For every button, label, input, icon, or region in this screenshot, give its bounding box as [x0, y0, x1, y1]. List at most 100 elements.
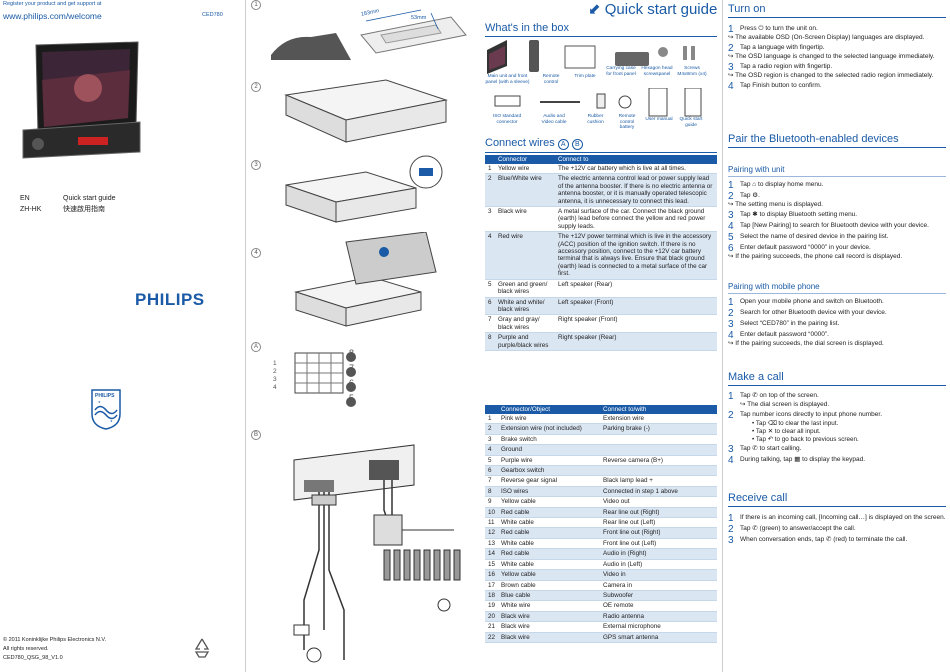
rear-connection-diagram — [293, 444, 461, 663]
t2-header-num — [485, 405, 499, 414]
badge-b: B — [571, 139, 583, 150]
turn-on-step-text: Press ⏻ to turn the unit on. — [740, 25, 818, 32]
t2-cell — [600, 434, 717, 446]
call-bullet-2-text: Tap ✕ to clear all input. — [755, 427, 821, 435]
box-item-qsg: Quick start guide — [679, 117, 703, 128]
turn-on-title: Turn on — [728, 3, 946, 18]
copyright-line1: © 2011 Koninklijke Philips Electronics N… — [3, 637, 107, 643]
bt-unit-step-text: Select the name of desired device in the… — [740, 233, 889, 240]
t2-cell — [600, 444, 717, 456]
t2-cell: Video out — [600, 496, 717, 508]
bt-unit-step-number: 6 — [728, 243, 734, 254]
t2-cell: Red cable — [498, 507, 601, 519]
t1-cell: Right speaker (Rear) — [555, 332, 717, 351]
register-text: Register your product and get support at — [3, 1, 102, 7]
bt-mobile-step-text: Search for other Bluetooth device with y… — [740, 309, 887, 316]
t2-cell: Red cable — [498, 548, 601, 560]
head-unit-image — [22, 41, 141, 159]
box-contents-image — [487, 40, 695, 74]
box-title: What's in the box — [485, 22, 717, 37]
t2-cell: White cable — [498, 517, 601, 529]
brand-logo: PHILIPS — [135, 290, 205, 309]
call-step-1-sub: ↪ The dial screen is displayed. — [740, 401, 830, 408]
t2-cell: 20 — [485, 611, 499, 623]
model-number: CED780 — [202, 12, 223, 18]
t2-cell: 21 — [485, 621, 499, 633]
t2-cell: Front line out (Left) — [600, 538, 717, 550]
t2-cell: Yellow cable — [498, 569, 601, 581]
t1-cell: Left speaker (Rear) — [555, 279, 717, 298]
t1-cell: 2 — [485, 173, 495, 208]
sleeve-diagram — [284, 79, 448, 143]
bt-mobile-title: Pairing with mobile phone — [728, 282, 946, 294]
wire-labels-b: 8 7 6 5 — [349, 346, 354, 406]
t2-cell: 14 — [485, 548, 499, 560]
t1-cell: White and white/ black wires — [495, 297, 555, 316]
badge-a: A — [557, 139, 569, 150]
turn-on-step-text: Tap a radio region with fingertip. — [740, 63, 833, 70]
quick-start-header: ⬋ Quick start guide — [588, 0, 717, 18]
bt-mobile-step-text: Select “CED780” in the pairing list. — [740, 320, 840, 327]
wire-num-a3: 3 — [273, 376, 277, 383]
t2-cell: Video in — [600, 569, 717, 581]
bt-mobile-step-number: 3 — [728, 319, 734, 330]
t2-cell: Subwoofer — [600, 590, 717, 602]
turn-on-step-text: Tap Finish button to confirm. — [740, 82, 822, 89]
t2-cell: Extension wire (not included) — [498, 423, 601, 435]
t2-cell: 22 — [485, 632, 499, 643]
t2-cell: ISO wires — [498, 486, 601, 498]
t1-cell: 6 — [485, 297, 495, 316]
t2-cell: Reverse gear signal — [498, 475, 601, 487]
t1-cell: The +12V power terminal which is live in… — [555, 231, 717, 280]
support-url[interactable]: www.philips.com/welcome — [3, 11, 102, 21]
doc-code: CED780_QSG_98_V1.0 — [3, 655, 63, 661]
turn-on-step-number: 3 — [728, 62, 734, 73]
t1-cell: Gray and gray/ black wires — [495, 314, 555, 334]
t2-cell: 12 — [485, 527, 499, 539]
bt-unit-step-sub-text: If the pairing succeeds, the phone call … — [735, 253, 903, 260]
recycle-icon — [194, 638, 210, 658]
t2-cell: 6 — [485, 465, 499, 477]
wire-num-b2: 7 — [349, 363, 355, 373]
t2-cell: 11 — [485, 517, 499, 529]
call-bullet-1: • Tap ⌫ to clear the last input. — [752, 420, 839, 427]
t2-cell: 16 — [485, 569, 499, 581]
t1-cell: Red wire — [495, 231, 555, 280]
t2-cell: 9 — [485, 496, 499, 508]
t2-cell: Rear line out (Left) — [600, 517, 717, 529]
box-item-rubber: Rubber cushion — [587, 114, 604, 125]
t2-cell: 8 — [485, 486, 499, 498]
call-bullet-2: • Tap ✕ to clear all input. — [752, 427, 821, 435]
wire-num-a4: 4 — [273, 384, 277, 391]
t2-cell: 10 — [485, 507, 499, 519]
step-circle-b: B — [251, 430, 261, 440]
t2-cell: Black wire — [498, 632, 601, 643]
step-circle-a: A — [251, 342, 261, 352]
call-bullet-3-text: Tap ↶ to go back to previous screen. — [755, 435, 859, 443]
bt-mobile-step: 3 Select “CED780” in the pairing list. — [728, 319, 946, 330]
bt-unit-step-text: Tap ⌂ to display home menu. — [740, 181, 824, 188]
bt-unit-step-text: Tap ✱ to display Bluetooth setting menu. — [740, 211, 858, 218]
